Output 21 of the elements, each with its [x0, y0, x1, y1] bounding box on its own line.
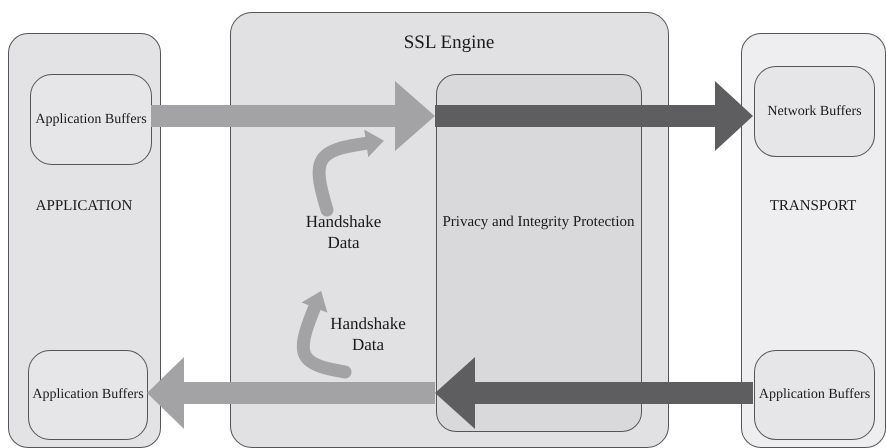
curved-arrow	[296, 290, 352, 378]
node-label: Application Buffers	[32, 386, 144, 404]
handshake-label: Handshake Data	[329, 312, 407, 356]
buffer-box	[754, 66, 875, 157]
buffer-box	[28, 350, 148, 440]
node-label: APPLICATION	[34, 196, 134, 216]
application-panel	[8, 33, 161, 448]
node-label: Application Buffers	[758, 386, 870, 404]
buffer-box	[30, 74, 152, 165]
block-arrow	[435, 357, 753, 429]
handshake-label: Handshake Data	[304, 210, 382, 254]
block-arrow	[435, 81, 753, 151]
node-label: Privacy and Integrity Protection	[441, 212, 636, 232]
node-label: Application Buffers	[35, 110, 147, 128]
node-label: Network Buffers	[767, 102, 862, 120]
buffer-box	[754, 350, 875, 440]
node-label: SSL Engine	[402, 31, 496, 55]
block-arrow	[151, 81, 435, 151]
block-arrow	[147, 357, 435, 429]
transport-panel	[741, 33, 886, 448]
node-label: TRANSPORT	[768, 196, 858, 216]
